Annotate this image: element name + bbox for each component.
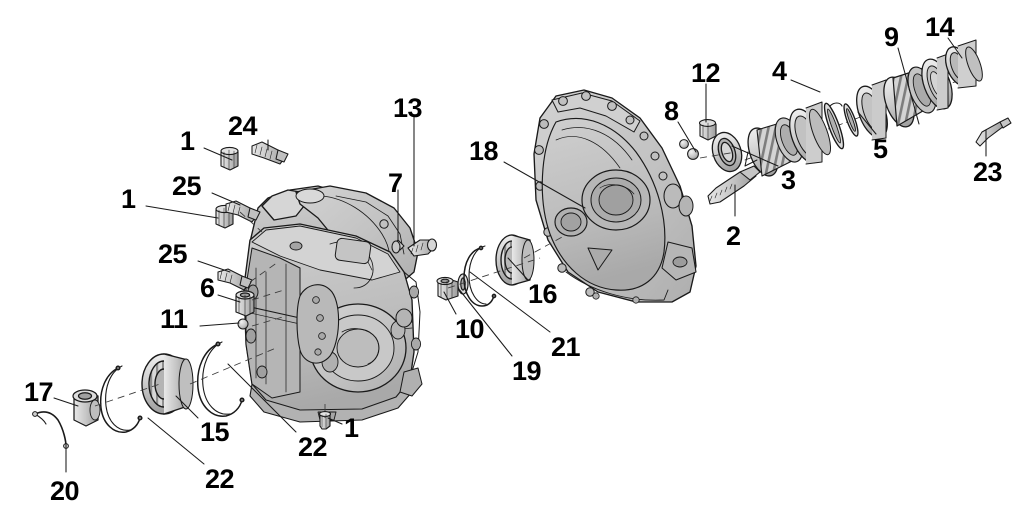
callout-3-12: 3 (781, 165, 796, 195)
callout-4-14: 4 (772, 56, 787, 86)
leader-line-10-22 (443, 291, 457, 315)
callout-24-1: 24 (228, 111, 258, 141)
callout-13-8: 13 (393, 93, 423, 123)
callout-22-27: 22 (298, 432, 328, 462)
callout-8-10: 8 (664, 96, 679, 126)
part-15-needle-roller-bearing (141, 353, 194, 415)
callout-25-4: 25 (158, 239, 188, 269)
callout-14-17: 14 (925, 12, 955, 42)
callout-20-24: 20 (50, 476, 80, 506)
callout-1-2: 1 (121, 184, 136, 214)
leader-line-4-14 (790, 79, 821, 93)
part-25-stud-lower (217, 268, 253, 291)
callout-17-23: 17 (24, 377, 54, 407)
part-2-long-stud-bolt (707, 165, 761, 205)
part-23-slim-screw (975, 117, 1012, 147)
part-1-plug-bottom (318, 411, 332, 430)
leader-line-19-21 (457, 287, 513, 357)
leader-line-21-20 (469, 271, 551, 333)
leader-line-1-0 (203, 147, 233, 161)
leader-line-1-28 (327, 417, 343, 425)
callout-21-20: 21 (551, 332, 581, 362)
part-24-fitting (251, 141, 289, 165)
bearing-shim-narrow (843, 103, 859, 137)
part-22-snap-ring-lower (99, 365, 143, 433)
callout-22-26: 22 (205, 464, 235, 494)
part-25-stud-upper (225, 200, 261, 223)
callout-6-5: 6 (200, 273, 215, 303)
leader-line-22-26 (147, 417, 205, 465)
bearing-roller-cage-left (747, 117, 804, 177)
part-10-hollow-dowel (436, 276, 459, 301)
callout-2-13: 2 (726, 221, 741, 251)
callout-1-0: 1 (180, 126, 195, 156)
part-14-bearing-sleeve (944, 39, 983, 89)
bearing-cup-ring (789, 101, 832, 165)
leader-line-18-9 (503, 161, 586, 209)
callout-12-11: 12 (691, 58, 721, 88)
leader-line-15-25 (175, 395, 199, 419)
callout-7-7: 7 (388, 168, 403, 198)
leader-lines (53, 37, 987, 473)
callout-25-3: 25 (172, 171, 202, 201)
callout-11-6: 11 (160, 304, 188, 334)
leader-line-25-3 (211, 192, 241, 206)
callout-10-22: 10 (455, 314, 485, 344)
leader-line-9-16 (897, 47, 920, 125)
leader-line-6-5 (217, 294, 241, 303)
leader-line-17-23 (53, 397, 79, 407)
leader-line-25-4 (197, 260, 231, 273)
left-crankcase-half (243, 185, 423, 423)
leader-line-8-10 (677, 121, 697, 153)
part-11-ball (237, 318, 249, 330)
callout-19-21: 19 (512, 356, 542, 386)
bearing-snap-ring-thin (823, 102, 845, 150)
callout-16-19: 16 (528, 279, 558, 309)
part-22-snap-ring-upper (196, 341, 245, 417)
callout-9-16: 9 (884, 22, 899, 52)
leader-line-5-15 (857, 111, 877, 135)
leader-line-11-6 (199, 322, 240, 327)
part-3-oil-seal-ring (711, 131, 743, 173)
part-16-needle-bearing (495, 234, 535, 286)
callout-5-15: 5 (873, 134, 888, 164)
right-crankcase-half (533, 89, 697, 304)
part-13-alignment-dowel (407, 238, 438, 257)
part-7-dowel-screw (391, 239, 405, 254)
part-9-outer-race-ring (921, 53, 953, 111)
leader-line-22-27 (227, 363, 297, 433)
leader-line-16-19 (507, 257, 529, 281)
part-5-spacer-shim-ring (856, 79, 888, 141)
leader-line-1-2 (145, 205, 219, 219)
alignment-dash-lines (94, 151, 737, 418)
callout-18-9: 18 (469, 136, 499, 166)
callout-23-18: 23 (973, 157, 1003, 187)
callout-1-28: 1 (344, 413, 359, 443)
leader-line-14-17 (947, 37, 963, 59)
part-6-bushing (235, 290, 255, 317)
callout-15-25: 15 (200, 417, 230, 447)
leader-line-3-12 (731, 145, 779, 167)
part-21-snap-ring (463, 245, 497, 307)
